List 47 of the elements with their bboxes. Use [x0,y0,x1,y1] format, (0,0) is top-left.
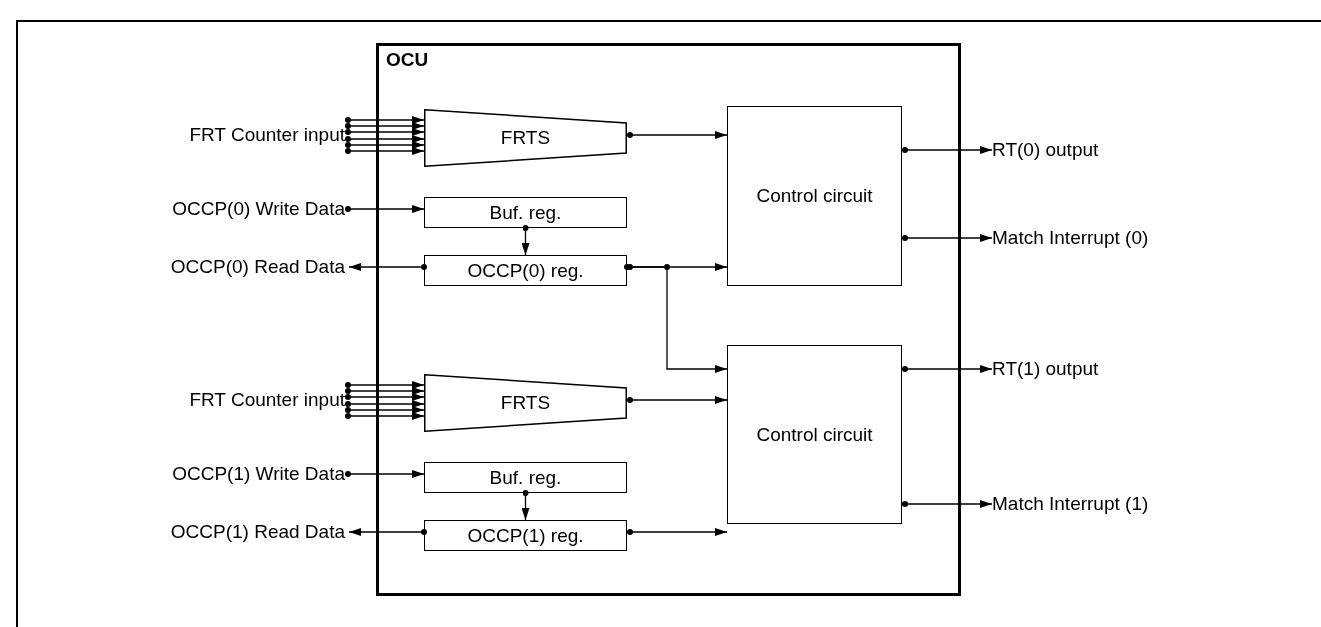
signal-arrow [902,365,993,373]
signal-label: FRT Counter input [189,124,345,146]
register-box: Buf. reg. [424,197,627,228]
signal-arrow [345,387,425,395]
signal-arrow [627,528,728,536]
signal-arrow [345,147,425,155]
signal-arrow [348,263,427,271]
selector-trapezoid: FRTS [424,374,627,432]
signal-arrow [345,141,425,149]
signal-arrow [345,393,425,401]
signal-label: RT(0) output [992,139,1099,161]
signal-arrow [902,234,993,242]
control-circuit-box: Control circuit [727,106,902,286]
signal-arrow [627,396,728,404]
signal-label: FRT Counter input [189,389,345,411]
signal-arrow [345,381,425,389]
signal-arrow [345,400,425,408]
signal-arrow [521,490,530,521]
signal-arrow [345,470,425,478]
signal-arrow [521,225,530,256]
block-frame [376,43,961,596]
signal-arrow [627,263,728,271]
signal-arrow [624,264,728,373]
signal-arrow [345,406,425,414]
signal-arrow [345,205,425,213]
block-title: OCU [386,49,429,71]
signal-label: OCCP(0) Read Data [170,256,345,278]
signal-label: RT(1) output [992,358,1099,380]
signal-label: OCCP(1) Write Data [172,463,345,485]
signal-arrow [902,146,993,154]
signal-label: OCCP(0) Write Data [172,198,345,220]
signal-arrow [348,528,427,536]
signal-arrow [902,500,993,508]
selector-trapezoid: FRTS [424,109,627,167]
signal-label: Match Interrupt (0) [992,227,1149,249]
signal-arrow [345,128,425,136]
signal-arrow [627,131,728,139]
register-box: Buf. reg. [424,462,627,493]
signal-label: OCCP(1) Read Data [170,521,345,543]
control-circuit-box: Control circuit [727,345,902,524]
register-box: OCCP(0) reg. [424,255,627,286]
signal-arrow [345,412,425,420]
signal-label: Match Interrupt (1) [992,493,1149,515]
register-box: OCCP(1) reg. [424,520,627,551]
signal-arrow [345,135,425,143]
signal-arrow [345,122,425,130]
signal-arrow [345,116,425,124]
